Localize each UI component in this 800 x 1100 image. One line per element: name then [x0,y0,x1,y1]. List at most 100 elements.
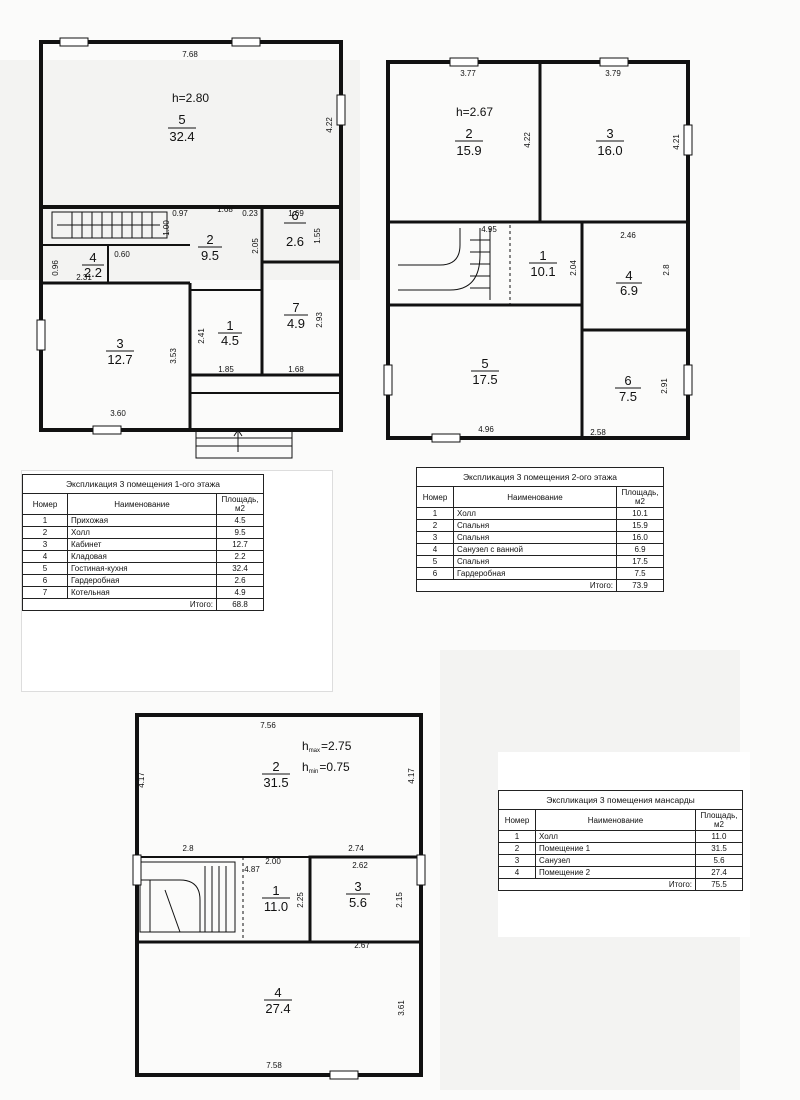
room-number: 4 [89,250,96,265]
room-number: 7 [292,300,299,315]
dimension: 4.22 [325,117,334,133]
table3-sheet: Экспликация 3 помещения мансарды Номер Н… [498,752,750,937]
window [431,433,461,443]
window [329,1070,359,1080]
table1-title: Экспликация 3 помещения 1-ого этажа [22,474,264,494]
window [683,124,693,156]
room-area: 5.6 [349,895,367,910]
room-area: 4.9 [287,316,305,331]
window [36,319,46,351]
room-area: 6.9 [620,283,638,298]
col-number-header: Номер [416,486,454,508]
dimension: 4.96 [478,425,494,434]
room-number: 3 [606,126,613,141]
dimension: 0.23 [242,209,258,218]
window [383,364,393,396]
dimension: 2.05 [251,238,260,254]
table2-title: Экспликация 3 помещения 2-ого этажа [416,467,664,487]
room-number: 1 [272,883,279,898]
col-area-header: Площадь, м2 [216,493,264,515]
room-area: 2.6 [286,234,304,249]
dimension: 3.53 [169,348,178,364]
room-area: 17.5 [472,372,497,387]
window [59,37,89,47]
col-area-header: Площадь, м2 [616,486,664,508]
window [599,57,629,67]
col-area-header: Площадь, м2 [695,809,743,831]
dimension: 3.60 [110,409,126,418]
floor2-stair [398,228,491,300]
room-area: 32.4 [169,129,194,144]
room-number: 1 [539,248,546,263]
window [132,854,142,886]
room-number: 2 [206,232,213,247]
dimension: 0.60 [114,250,130,259]
room-number: 6 [291,208,298,223]
room-area: 27.4 [265,1001,290,1016]
floor1-height: h=2.80 [172,91,209,105]
room-number: 6 [624,373,631,388]
room-area: 11.0 [264,899,288,914]
table-total-row: Итого:73.9 [416,579,664,592]
col-name-header: Наименование [535,809,696,831]
hmax-subscript: max [309,748,320,754]
col-name-header: Наименование [67,493,217,515]
dimension: 1.55 [313,228,322,244]
dimension: 7.58 [266,1061,282,1070]
col-name-header: Наименование [453,486,617,508]
attic-plan [132,713,426,1080]
attic-hmin: hmin=0.75 [302,760,350,775]
dimension: 7.68 [182,50,198,59]
room-area: 4.5 [221,333,239,348]
floor2-plan [383,57,693,443]
table1-sheet: Экспликация 3 помещения 1-ого этажа Номе… [21,470,333,692]
dimension: 1.68 [288,365,304,374]
room-area: 9.5 [201,248,219,263]
dimension: 4.21 [672,134,681,150]
dimension: 1.69 [288,209,304,218]
dimension: 2.15 [395,892,404,908]
dimension: 4.17 [137,772,146,788]
table3-title: Экспликация 3 помещения мансарды [498,790,743,810]
dimension: 2.00 [265,857,281,866]
room-number: 5 [178,112,185,127]
dimension: 2.31 [76,273,92,282]
dimension: 4.95 [481,225,497,234]
table-total-row: Итого:75.5 [498,878,743,891]
window [449,57,479,67]
attic-hmax: hmax=2.75 [302,739,352,754]
dimension: 2.62 [352,861,368,870]
dimension: 3.77 [460,69,476,78]
col-number-header: Номер [22,493,68,515]
window [336,94,346,126]
dimension: 1.00 [162,220,171,236]
dimension: 0.96 [51,260,60,276]
room-number: 2 [272,759,279,774]
room-area: 12.7 [107,352,132,367]
hmax-value: =2.75 [321,739,352,753]
room-number: 4 [274,985,281,1000]
dimension: 2.91 [660,378,669,394]
dimension: 2.8 [182,844,194,853]
table1: Экспликация 3 помещения 1-ого этажа Номе… [22,474,264,611]
col-number-header: Номер [498,809,536,831]
dimension: 2.04 [569,260,578,276]
room-area: 31.5 [263,775,288,790]
dimension: 2.8 [662,264,671,276]
dimension: 2.41 [197,328,206,344]
hmin-value: =0.75 [319,760,350,774]
